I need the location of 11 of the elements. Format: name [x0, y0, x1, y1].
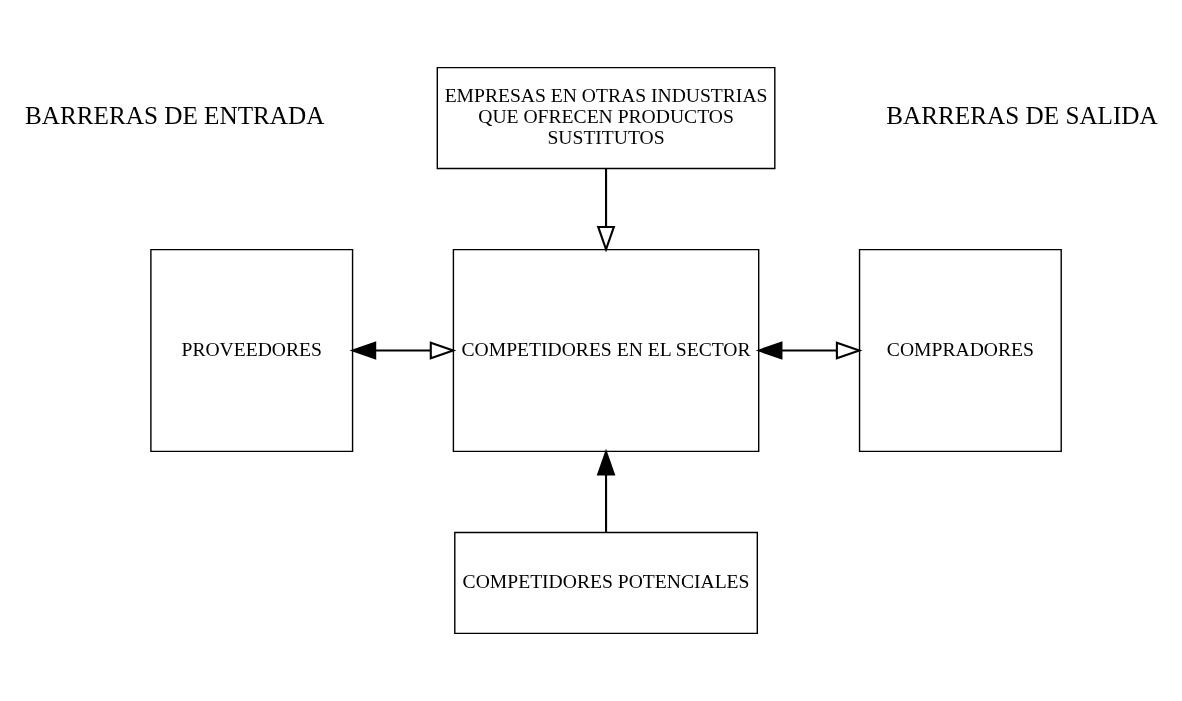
arrow: [349, 341, 457, 360]
node-box: EMPRESAS EN OTRAS INDUSTRIAS QUE OFRECEN PRODUCTOS SUSTITUTOS: [436, 66, 776, 170]
node-box: COMPETIDORES POTENCIALES: [454, 531, 758, 635]
node-box: COMPRADORES: [858, 248, 1062, 453]
node-box: PROVEEDORES: [150, 248, 354, 453]
label: BARRERAS DE SALIDA: [886, 102, 1158, 130]
arrow: [755, 341, 863, 360]
arrow: [596, 448, 616, 533]
label: BARRERAS DE ENTRADA: [24, 102, 325, 130]
arrow: [596, 168, 616, 253]
node-box: COMPETIDORES EN EL SECTOR: [452, 248, 760, 453]
